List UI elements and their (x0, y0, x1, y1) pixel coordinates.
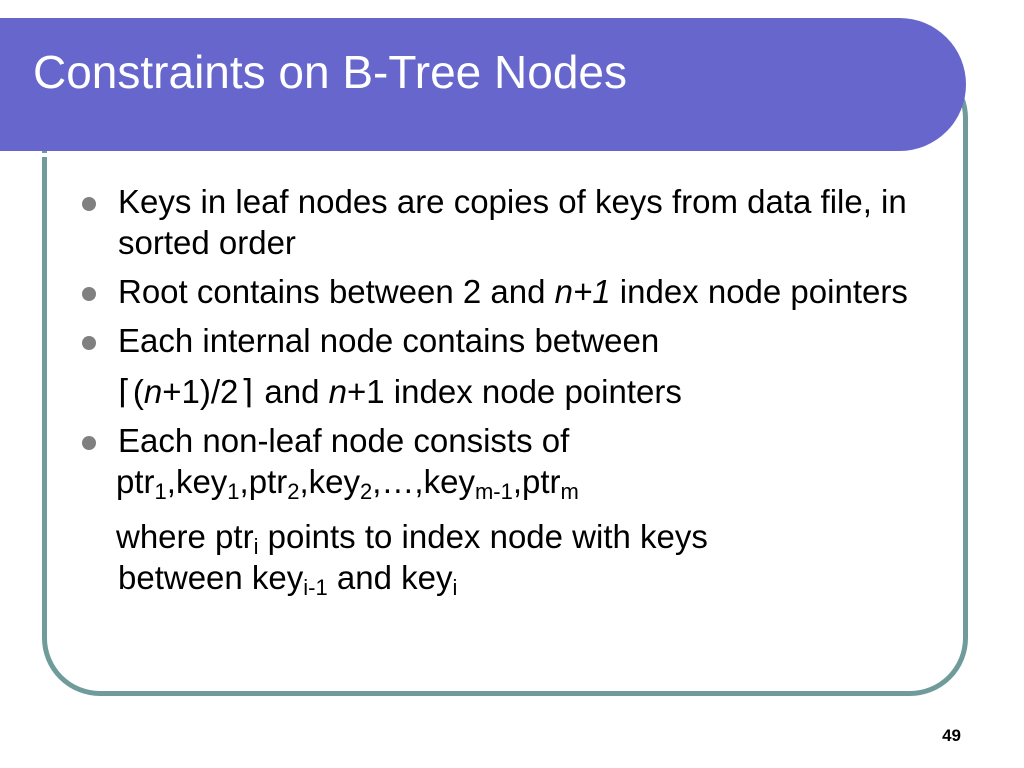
seq-sub: 2 (360, 479, 373, 504)
bullet-non-leaf-node: Each non-leaf node consists of (76, 420, 956, 461)
where-text: and key (327, 559, 453, 596)
seq-ptr: ptr (116, 463, 155, 500)
where-sub: i (452, 575, 458, 600)
where-sub: i (253, 534, 259, 559)
where-text: points to index node with keys (258, 518, 708, 555)
where-clause: where ptri points to index node with key… (116, 516, 956, 559)
bullet-internal-node: Each internal node contains between (76, 320, 956, 361)
formula-tail: +1 index node pointers (347, 373, 682, 410)
seq-sep: , (166, 463, 176, 500)
where-text: between key (118, 559, 304, 596)
seq-sub: m-1 (474, 479, 513, 504)
ceiling-right-bracket: ⌉ (240, 373, 254, 410)
content-frame (42, 60, 968, 696)
seq-sub: 1 (154, 479, 167, 504)
ceiling-formula: ⌈(n+1)/2⌉ and n+1 index node pointers (116, 371, 956, 412)
title-bar (0, 18, 966, 157)
bullet-text: Each non-leaf node consists of (118, 422, 570, 459)
seq-sub: 2 (287, 479, 300, 504)
seq-ptr: ptr (248, 463, 288, 500)
where-sub: i-1 (303, 575, 328, 600)
title-underline (0, 153, 905, 157)
seq-sub: 1 (227, 479, 240, 504)
n-plus-one-term: n+1 (554, 273, 611, 310)
formula-n: n (143, 373, 163, 410)
bullet-root-pointers: Root contains between 2 and n+1 index no… (76, 271, 956, 312)
page-number: 49 (942, 726, 961, 745)
seq-ptr: ptr (522, 463, 561, 500)
seq-ellipsis: ,…, (372, 463, 424, 500)
bullet-text-after: index node pointers (610, 273, 908, 310)
formula-part: +1)/2 (162, 373, 239, 410)
seq-sep: , (512, 463, 523, 500)
pointer-key-sequence: ptr1,key1,ptr2,key2,…,keym-1,ptrm (116, 461, 956, 504)
ceiling-left-bracket: ⌈ (118, 373, 131, 410)
formula-paren: ( (132, 373, 144, 410)
bullet-text-before: Root contains between 2 and (118, 273, 555, 310)
slide-body: Keys in leaf nodes are copies of keys fr… (76, 181, 956, 606)
seq-key: key (308, 463, 361, 500)
where-text: where ptr (116, 518, 254, 555)
where-clause-continued: between keyi-1 and keyi (118, 557, 956, 600)
bullet-leaf-keys: Keys in leaf nodes are copies of keys fr… (76, 181, 956, 263)
bullet-text: Each internal node contains between (118, 322, 660, 359)
seq-key: key (175, 463, 228, 500)
bullet-text: Keys in leaf nodes are copies of keys fr… (118, 183, 907, 261)
seq-sub: m (560, 479, 579, 504)
seq-sep: , (239, 463, 249, 500)
seq-sep: , (299, 463, 309, 500)
formula-n-second: n (328, 373, 348, 410)
formula-and: and (255, 373, 329, 410)
seq-key: key (423, 463, 475, 500)
slide-title: Constraints on B-Tree Nodes (33, 46, 628, 98)
